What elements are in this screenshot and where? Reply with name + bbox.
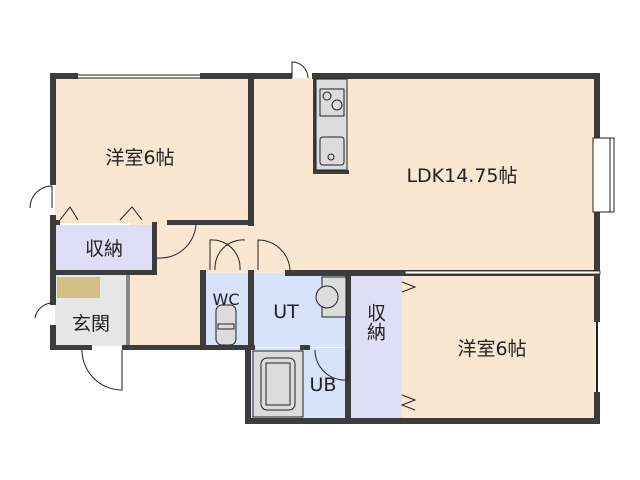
stove-burner-icon: [331, 99, 343, 111]
storage-1-label: 収納: [85, 238, 123, 260]
western-room-1: [55, 78, 250, 223]
western-room-1-label: 洋室6帖: [105, 147, 174, 169]
shoe-box: [57, 277, 100, 298]
sink-icon: [319, 136, 345, 166]
ldk-label: LDK14.75帖: [406, 165, 517, 187]
bath-label: UB: [310, 374, 337, 396]
utility-label: UT: [273, 301, 299, 323]
entrance-step: [126, 273, 130, 347]
washbasin-icon: [315, 276, 347, 318]
stove-burner-icon: [322, 91, 332, 101]
door-swings: [29, 61, 417, 411]
storage-2: [350, 275, 402, 420]
sliding-door-icon: [404, 270, 601, 275]
ldk-room: [252, 78, 597, 273]
western-room-2: [402, 275, 597, 420]
storage-1: [55, 225, 152, 270]
bathtub-icon: [252, 350, 304, 418]
kitchen-counter: [315, 78, 348, 171]
right-window-icon: [592, 137, 615, 213]
toilet-icon: [215, 304, 237, 346]
storage-2-label: 収納: [364, 303, 386, 341]
entrance-label: 玄関: [72, 313, 110, 335]
top-window-icon: [78, 74, 200, 79]
western-room-2-label: 洋室6帖: [457, 338, 526, 360]
wc-label: WC: [213, 290, 240, 309]
